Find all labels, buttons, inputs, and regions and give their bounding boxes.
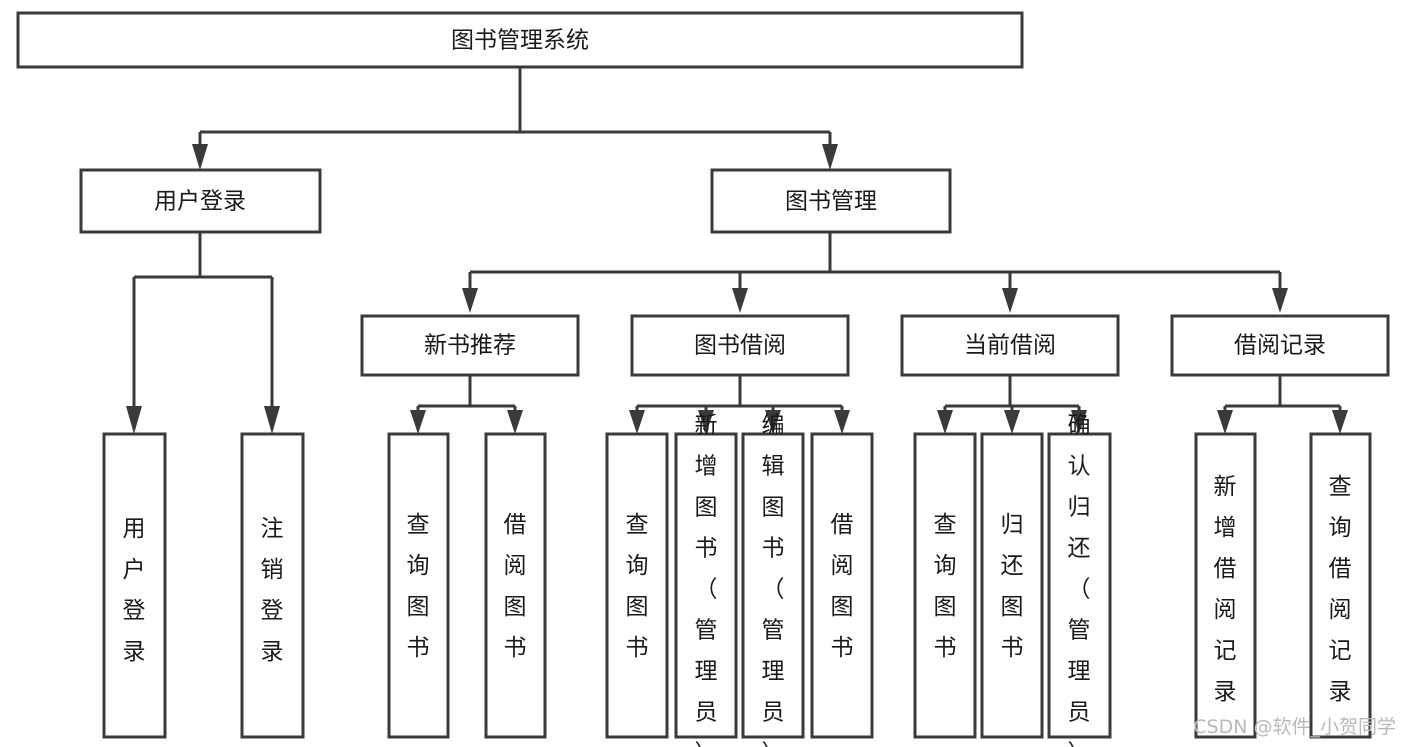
leaf-node-return-book-box[interactable] [980, 432, 1044, 739]
leaf-node-query-book-box[interactable] [605, 432, 669, 739]
node-book-borrow-box[interactable] [630, 314, 850, 377]
arrow-head-newbook-leaf2 [507, 410, 523, 434]
leaf-node-borrow-book[interactable]: 借阅图书 [810, 432, 874, 739]
node-book-management[interactable]: 图书管理 [710, 168, 952, 234]
leaf-node-add-book-admin-box[interactable] [674, 432, 738, 739]
arrow-head-newbook [462, 288, 478, 313]
node-user-login-box[interactable] [79, 168, 322, 234]
leaf-node-query-book-recommend-box[interactable] [387, 432, 450, 739]
arrow-head-newbook-leaf1 [410, 410, 426, 434]
arrow-head-current [1002, 288, 1018, 313]
node-book-management-label: 图书管理 [785, 189, 877, 215]
leaf-node-edit-book-admin-box[interactable] [741, 432, 805, 739]
arrow-head-current-leaf3 [1071, 410, 1087, 434]
arrow-head-borrow-leaf4 [834, 410, 850, 434]
csdn-watermark: CSDN @软件_小贺同学 [1193, 716, 1396, 738]
leaf-node-query-borrow-record-box[interactable] [1309, 432, 1372, 739]
leaf-node-query-book-current-label: 查询图书 [934, 512, 957, 661]
arrow-head-borrow-leaf3 [765, 410, 781, 434]
leaf-node-query-book-recommend[interactable]: 查询图书 [387, 432, 450, 739]
leaf-node-logout[interactable]: 注销登录 [240, 432, 305, 739]
connector-lines [126, 67, 1348, 434]
leaf-node-confirm-return-admin-label: 确认归还（管理员） [1068, 413, 1091, 747]
node-user-login-label: 用户登录 [154, 189, 246, 215]
leaf-node-edit-book-admin-label: 编辑图书（管理员） [762, 413, 785, 747]
leaf-node-user-login[interactable]: 用户登录 [102, 432, 167, 739]
node-root-box[interactable] [16, 11, 1024, 69]
node-borrow-record[interactable]: 借阅记录 [1170, 314, 1390, 377]
leaf-node-user-login-label: 用户登录 [123, 516, 146, 665]
node-new-book-recommend-box[interactable] [360, 314, 580, 377]
node-book-management-box[interactable] [710, 168, 952, 234]
leaf-node-logout-box[interactable] [240, 432, 305, 739]
arrow-head-leaf-logout [264, 406, 280, 434]
arrow-head-record-leaf2 [1332, 410, 1348, 434]
arrow-head-borrow-leaf1 [629, 410, 645, 434]
node-current-borrow[interactable]: 当前借阅 [900, 314, 1120, 377]
arrow-head-borrow-leaf2 [698, 410, 714, 434]
leaf-node-confirm-return-admin[interactable]: 确认归还（管理员） [1047, 413, 1112, 747]
arrow-head-record-leaf1 [1217, 410, 1233, 434]
leaf-node-add-book-admin-label: 新增图书（管理员） [695, 413, 718, 747]
leaf-node-query-borrow-record-label: 查询借阅记录 [1329, 474, 1352, 705]
leaf-node-borrow-book-label: 借阅图书 [831, 512, 854, 661]
leaf-node-add-book-admin[interactable]: 新增图书（管理员） [674, 413, 738, 747]
leaf-node-borrow-book-recommend-box[interactable] [484, 432, 547, 739]
leaf-node-query-book-current[interactable]: 查询图书 [913, 432, 977, 739]
node-borrow-record-label: 借阅记录 [1234, 333, 1326, 359]
node-new-book-recommend-label: 新书推荐 [424, 333, 516, 359]
leaf-node-add-borrow-record-label: 新增借阅记录 [1214, 474, 1237, 705]
leaf-node-query-book-recommend-label: 查询图书 [407, 512, 430, 661]
leaf-node-borrow-book-recommend-label: 借阅图书 [504, 512, 527, 661]
arrow-head-user-login [192, 144, 208, 170]
node-book-borrow-label: 图书借阅 [694, 333, 786, 359]
arrow-head-book-mgmt [822, 144, 838, 170]
node-book-borrow[interactable]: 图书借阅 [630, 314, 850, 377]
arrow-head-current-leaf2 [1004, 410, 1020, 434]
node-root-label: 图书管理系统 [451, 28, 589, 54]
leaf-node-borrow-book-recommend[interactable]: 借阅图书 [484, 432, 547, 739]
leaf-node-query-book-label: 查询图书 [626, 512, 649, 661]
node-new-book-recommend[interactable]: 新书推荐 [360, 314, 580, 377]
leaf-node-query-borrow-record[interactable]: 查询借阅记录 [1309, 432, 1372, 739]
leaf-node-borrow-book-box[interactable] [810, 432, 874, 739]
leaf-node-edit-book-admin[interactable]: 编辑图书（管理员） [741, 413, 805, 747]
arrow-head-record [1272, 288, 1288, 313]
leaf-node-query-book[interactable]: 查询图书 [605, 432, 669, 739]
node-borrow-record-box[interactable] [1170, 314, 1390, 377]
leaf-node-user-login-box[interactable] [102, 432, 167, 739]
node-root-book-management-system[interactable]: 图书管理系统 [16, 11, 1024, 69]
arrow-head-leaf-user-login [126, 406, 142, 434]
leaf-node-add-borrow-record-box[interactable] [1194, 432, 1257, 739]
leaf-node-confirm-return-admin-box[interactable] [1047, 432, 1112, 739]
node-user-login[interactable]: 用户登录 [79, 168, 322, 234]
arrow-head-current-leaf1 [937, 410, 953, 434]
leaf-node-return-book-label: 归还图书 [1001, 512, 1024, 661]
node-current-borrow-label: 当前借阅 [964, 333, 1056, 359]
node-current-borrow-box[interactable] [900, 314, 1120, 377]
leaf-node-return-book[interactable]: 归还图书 [980, 432, 1044, 739]
leaf-node-add-borrow-record[interactable]: 新增借阅记录 [1194, 432, 1257, 739]
leaf-node-logout-label: 注销登录 [261, 516, 284, 665]
leaf-node-query-book-current-box[interactable] [913, 432, 977, 739]
arrow-head-borrow [732, 288, 748, 313]
